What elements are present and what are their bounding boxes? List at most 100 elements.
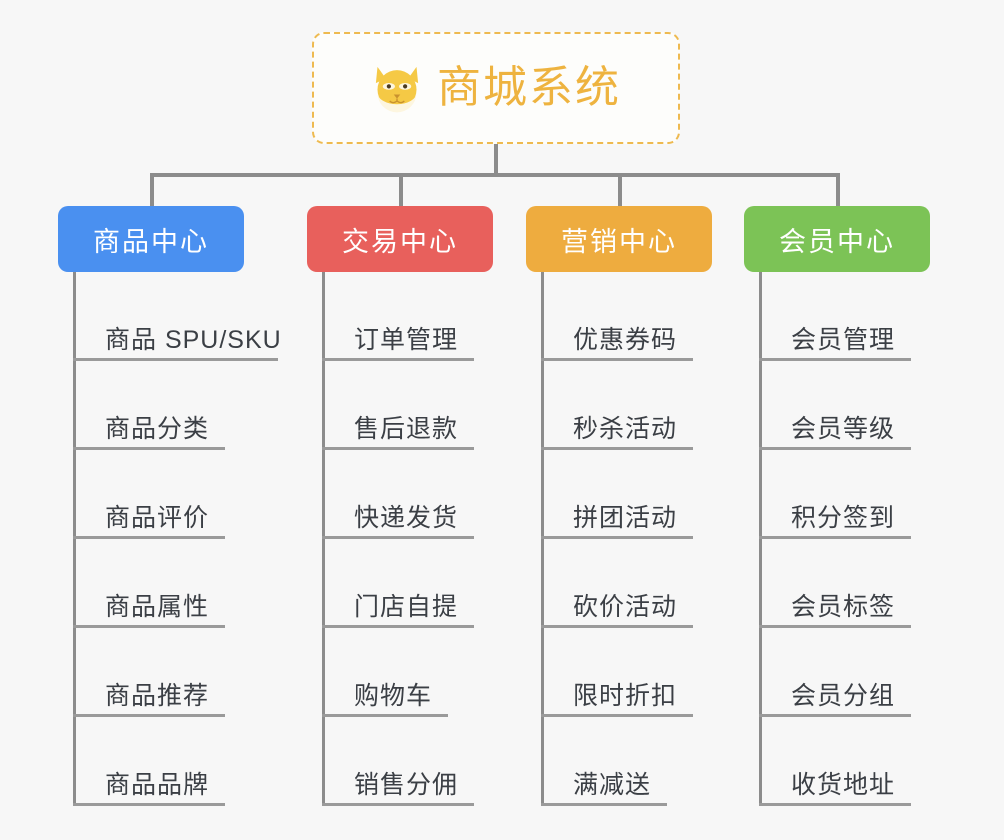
- list-item[interactable]: 商品品牌: [73, 717, 282, 806]
- branch-header-label: 会员中心: [779, 226, 895, 257]
- branch-header-member[interactable]: 会员中心: [744, 206, 930, 272]
- leaf-list: 订单管理 售后退款 快递发货 门店自提 购物车: [322, 272, 493, 806]
- list-item[interactable]: 砍价活动: [541, 539, 712, 628]
- leaf-label: 商品品牌: [105, 771, 210, 800]
- leaf-label: 会员等级: [791, 415, 896, 444]
- connector-drop-2: [399, 173, 403, 206]
- leaf-label: 购物车: [354, 682, 433, 711]
- list-item[interactable]: 售后退款: [322, 361, 493, 450]
- branch-spine-wrap: 订单管理 售后退款 快递发货 门店自提 购物车: [322, 272, 493, 806]
- connector-drop-1: [150, 173, 154, 206]
- branch-header-label: 商品中心: [93, 226, 209, 257]
- branch-header-label: 营销中心: [561, 226, 677, 257]
- leaf-label: 积分签到: [791, 504, 896, 533]
- list-item[interactable]: 满减送: [541, 717, 712, 806]
- leaf-label: 优惠券码: [573, 326, 678, 355]
- leaf-label: 秒杀活动: [573, 415, 678, 444]
- list-item[interactable]: 快递发货: [322, 450, 493, 539]
- connector-drop-4: [836, 173, 840, 206]
- leaf-underline: [541, 625, 693, 628]
- branch-header-label: 交易中心: [342, 226, 458, 257]
- leaf-label: 满减送: [573, 771, 652, 800]
- leaf-underline: [322, 536, 474, 539]
- leaf-label: 砍价活动: [573, 593, 678, 622]
- branch-spine-wrap: 商品 SPU/SKU 商品分类 商品评价 商品属性 商品推荐: [73, 272, 282, 806]
- list-item[interactable]: 积分签到: [759, 450, 930, 539]
- connector-drop-3: [618, 173, 622, 206]
- leaf-underline: [73, 714, 225, 717]
- leaf-label: 商品评价: [105, 504, 210, 533]
- list-item[interactable]: 商品 SPU/SKU: [73, 272, 282, 361]
- root-node[interactable]: 商城系统: [312, 32, 680, 144]
- leaf-label: 订单管理: [354, 326, 459, 355]
- leaf-label: 商品属性: [105, 593, 210, 622]
- root-label: 商城系统: [437, 63, 621, 112]
- leaf-label: 收货地址: [791, 771, 896, 800]
- leaf-label: 门店自提: [354, 593, 459, 622]
- leaf-underline: [759, 358, 911, 361]
- leaf-underline: [759, 536, 911, 539]
- list-item[interactable]: 商品评价: [73, 450, 282, 539]
- list-item[interactable]: 优惠券码: [541, 272, 712, 361]
- branch-spine-wrap: 会员管理 会员等级 积分签到 会员标签 会员分组: [759, 272, 930, 806]
- branch-column-product: 商品中心 商品 SPU/SKU 商品分类 商品评价 商品属性: [58, 206, 282, 806]
- list-item[interactable]: 会员等级: [759, 361, 930, 450]
- list-item[interactable]: 门店自提: [322, 539, 493, 628]
- list-item[interactable]: 会员分组: [759, 628, 930, 717]
- branch-spine: [322, 272, 325, 806]
- shiba-dog-face-icon: [375, 66, 419, 113]
- leaf-underline: [73, 625, 225, 628]
- list-item[interactable]: 会员标签: [759, 539, 930, 628]
- leaf-label: 售后退款: [354, 415, 459, 444]
- leaf-list: 商品 SPU/SKU 商品分类 商品评价 商品属性 商品推荐: [73, 272, 282, 806]
- leaf-label: 快递发货: [354, 504, 459, 533]
- list-item[interactable]: 限时折扣: [541, 628, 712, 717]
- list-item[interactable]: 拼团活动: [541, 450, 712, 539]
- leaf-label: 商品推荐: [105, 682, 210, 711]
- leaf-label: 商品 SPU/SKU: [105, 326, 282, 355]
- leaf-underline: [759, 625, 911, 628]
- leaf-underline: [759, 447, 911, 450]
- leaf-underline: [322, 447, 474, 450]
- list-item[interactable]: 会员管理: [759, 272, 930, 361]
- leaf-underline: [541, 803, 667, 806]
- list-item[interactable]: 商品推荐: [73, 628, 282, 717]
- branch-header-marketing[interactable]: 营销中心: [526, 206, 712, 272]
- branch-spine: [73, 272, 76, 806]
- leaf-label: 会员标签: [791, 593, 896, 622]
- leaf-label: 会员管理: [791, 326, 896, 355]
- leaf-underline: [73, 536, 225, 539]
- leaf-underline: [541, 536, 693, 539]
- leaf-label: 销售分佣: [354, 771, 459, 800]
- leaf-label: 会员分组: [791, 682, 896, 711]
- branch-column-member: 会员中心 会员管理 会员等级 积分签到 会员标签: [744, 206, 930, 806]
- list-item[interactable]: 秒杀活动: [541, 361, 712, 450]
- leaf-label: 限时折扣: [573, 682, 678, 711]
- branch-spine: [759, 272, 762, 806]
- branch-header-product[interactable]: 商品中心: [58, 206, 244, 272]
- branch-spine: [541, 272, 544, 806]
- leaf-underline: [73, 358, 278, 361]
- leaf-list: 会员管理 会员等级 积分签到 会员标签 会员分组: [759, 272, 930, 806]
- list-item[interactable]: 商品分类: [73, 361, 282, 450]
- leaf-underline: [322, 803, 474, 806]
- leaf-list: 优惠券码 秒杀活动 拼团活动 砍价活动 限时折扣: [541, 272, 712, 806]
- leaf-label: 商品分类: [105, 415, 210, 444]
- leaf-underline: [541, 714, 693, 717]
- branch-header-trade[interactable]: 交易中心: [307, 206, 493, 272]
- leaf-underline: [73, 803, 225, 806]
- connector-horizontal-bus: [150, 173, 840, 177]
- list-item[interactable]: 收货地址: [759, 717, 930, 806]
- list-item[interactable]: 订单管理: [322, 272, 493, 361]
- leaf-underline: [73, 447, 225, 450]
- list-item[interactable]: 商品属性: [73, 539, 282, 628]
- leaf-label: 拼团活动: [573, 504, 678, 533]
- connector-root-stub: [494, 144, 498, 175]
- list-item[interactable]: 销售分佣: [322, 717, 493, 806]
- leaf-underline: [759, 803, 911, 806]
- leaf-underline: [541, 447, 693, 450]
- leaf-underline: [541, 358, 693, 361]
- leaf-underline: [322, 358, 474, 361]
- list-item[interactable]: 购物车: [322, 628, 493, 717]
